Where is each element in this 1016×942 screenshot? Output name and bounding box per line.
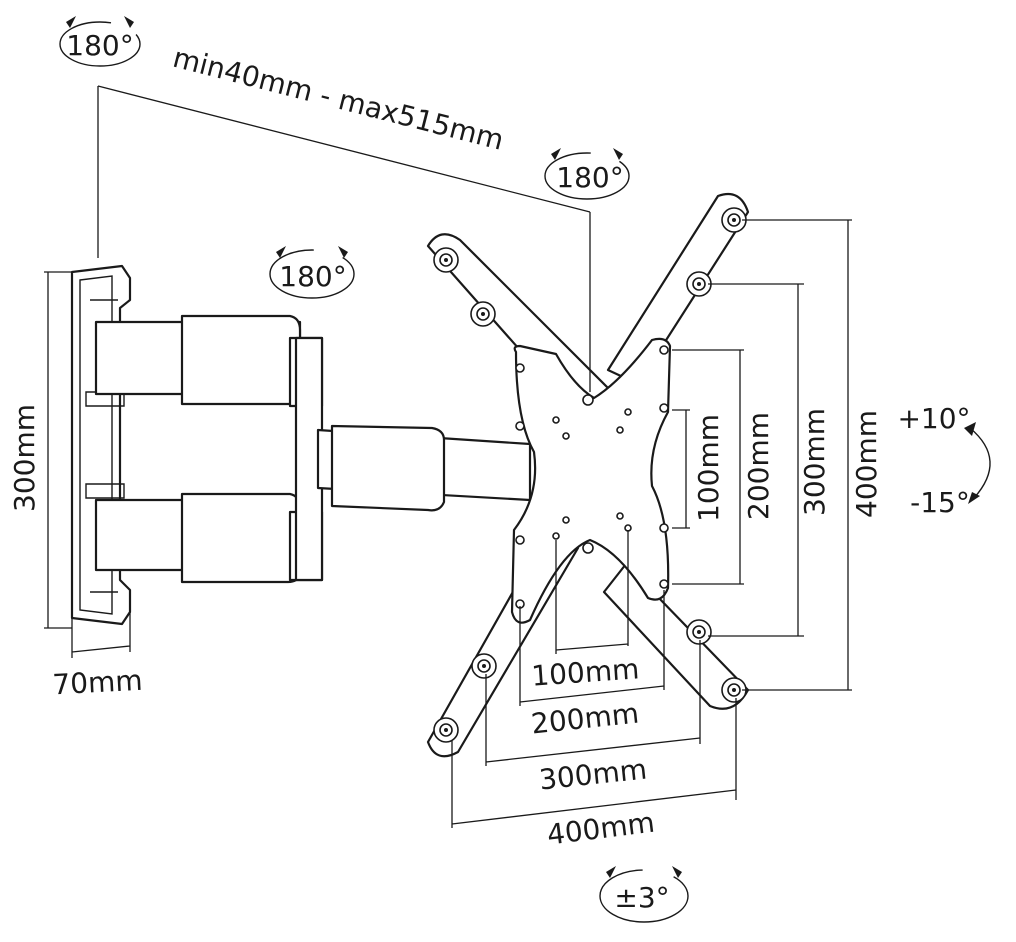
rotation-label-arm-pivot: 180° bbox=[279, 260, 346, 293]
tilt-down-label: -15° bbox=[910, 486, 970, 519]
vesa-horizontal-400-label: 400mm bbox=[545, 806, 656, 852]
tilt-up-label: +10° bbox=[897, 402, 970, 435]
level-icon bbox=[599, 866, 689, 923]
wall-plate-height-label: 300mm bbox=[8, 404, 41, 512]
vesa-vertical-100-label: 100mm bbox=[692, 414, 725, 522]
vesa-vertical-dimensions bbox=[672, 219, 852, 691]
extension-dimension bbox=[97, 85, 591, 392]
vesa-vertical-200-label: 200mm bbox=[742, 412, 775, 520]
articulating-arms bbox=[94, 314, 532, 584]
vesa-horizontal-dimensions bbox=[451, 530, 737, 828]
rotation-label-wall-plate: 180° bbox=[66, 29, 133, 62]
vesa-horizontal-200-label: 200mm bbox=[530, 696, 641, 740]
vesa-horizontal-100-label: 100mm bbox=[530, 652, 640, 692]
vesa-horizontal-300-label: 300mm bbox=[538, 752, 649, 796]
extension-label: min40mm - max515mm bbox=[170, 41, 508, 157]
vesa-vertical-300-label: 300mm bbox=[798, 408, 831, 516]
rotation-icon-arm-pivot bbox=[269, 246, 355, 299]
wall-plate-depth-label: 70mm bbox=[52, 664, 144, 702]
rotation-label-head-pivot: 180° bbox=[556, 161, 623, 194]
wall-plate-depth-dimension bbox=[71, 612, 131, 658]
rotation-icon-wall-plate bbox=[59, 16, 141, 67]
rotation-icon-head-pivot bbox=[544, 148, 630, 200]
vesa-mounting-holes bbox=[433, 207, 747, 743]
vesa-vertical-400-label: 400mm bbox=[850, 410, 883, 518]
level-label: ±3° bbox=[614, 881, 669, 914]
tilt-icon bbox=[964, 422, 991, 504]
wall-plate-height-dimension bbox=[44, 271, 72, 629]
